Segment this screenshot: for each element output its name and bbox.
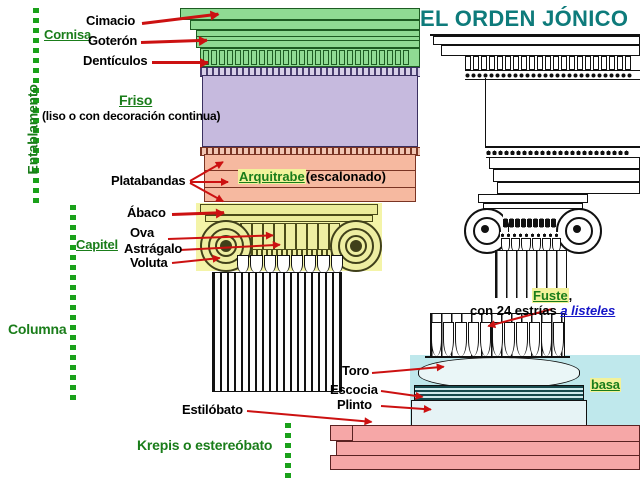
arrow-platabanda-2 [190, 181, 228, 183]
label-fuste-comma: , [568, 288, 573, 303]
label-platabandas: Platabandas [111, 173, 186, 188]
label-fuste: Fuste [532, 288, 569, 303]
architrave-fascia-line-2 [205, 187, 415, 188]
bw-cornice-cimacio [433, 36, 640, 45]
cornice-corona-block [190, 20, 420, 30]
bw-cornice-top-edge [430, 34, 640, 36]
label-basa: basa [590, 377, 621, 392]
base-toro [418, 357, 580, 389]
krepis-step-lowest [330, 455, 640, 470]
frieze-block [202, 75, 418, 147]
bw-capital-astragalo [500, 232, 562, 238]
bw-cornice-corona [441, 45, 640, 56]
bw-voluta-left-inner [473, 217, 501, 245]
label-ova: Ova [130, 225, 154, 240]
bw-cornice-egg-dart [465, 70, 640, 80]
bracket-entablamento-dots [33, 8, 39, 208]
bracket-label-columna: Columna [8, 321, 67, 337]
capital-voluta-right-inner1 [338, 228, 374, 264]
capital-voluta-right-inner2 [345, 235, 367, 257]
cornice-goteron-block [196, 30, 420, 48]
bw-capital-ova [503, 212, 559, 232]
label-fuste-group: Fuste, [532, 288, 572, 303]
bw-capital-abacus-under [483, 203, 583, 209]
bw-architrave-fascia-2 [493, 169, 640, 182]
base-flute-bottoms [431, 322, 564, 356]
label-abaco: Ábaco [127, 205, 166, 220]
bw-capital-flute-tops [501, 238, 561, 252]
label-goteron: Goterón [88, 33, 138, 48]
capital-abacus [200, 204, 378, 215]
page-title: EL ORDEN JÓNICO [420, 6, 629, 31]
label-capitel: Capitel [76, 237, 118, 252]
bw-architrave-fascia-3 [497, 182, 640, 194]
label-fuste-note-1: con 24 estrías [470, 303, 561, 318]
label-arquitrabe-group: Arquitrabe(escalonado) [238, 169, 386, 184]
label-estilobato: Estilóbato [182, 402, 243, 417]
label-friso: Friso [119, 92, 153, 108]
label-toro: Toro [342, 363, 370, 378]
cornice-line-a [197, 36, 419, 37]
capital-flute-tops [237, 255, 343, 273]
arrow-denticulos [152, 61, 208, 64]
bw-voluta-right-eye [573, 225, 581, 233]
bracket-label-krepis: Krepis o estereóbato [137, 437, 273, 453]
bw-voluta-left-eye [481, 225, 489, 233]
bracket-label-entablamento: Entablamento [24, 84, 41, 175]
capital-abacus-under [205, 215, 373, 222]
bw-architrave-fascia-1 [489, 157, 640, 169]
label-fuste-note-group: con 24 estrías a listeles [470, 303, 615, 318]
label-escocia: Escocia [330, 382, 378, 397]
cornice-line-b [197, 40, 419, 41]
bw-frieze-left-edge [485, 78, 486, 146]
label-denticulos: Dentículos [83, 53, 148, 68]
label-friso-note: (liso o con decoración continua) [42, 109, 221, 123]
bracket-krepis-dots [285, 423, 291, 478]
arrow-escocia [380, 390, 423, 398]
label-astragalo: Astrágalo [124, 241, 183, 256]
column-shaft-big [212, 272, 342, 392]
base-plinto [411, 400, 587, 427]
bw-architrave-egg-dart [486, 148, 640, 158]
cornice-dentils-row [203, 50, 418, 65]
bw-capital-abacus [478, 194, 588, 203]
label-voluta: Voluta [130, 255, 168, 270]
capital-voluta-right-eye [350, 240, 362, 252]
label-plinto: Plinto [337, 397, 372, 412]
label-fuste-note-2: a listeles [560, 303, 616, 318]
bw-frieze-baseline [485, 146, 640, 148]
capital-astragalo-band [236, 249, 344, 256]
label-arquitrabe-note: (escalonado) [305, 169, 386, 184]
label-cornisa: Cornisa [44, 27, 92, 42]
bw-cornice-dentils [465, 56, 640, 70]
bw-voluta-right-inner [565, 217, 593, 245]
architrave-fascia-line-1 [205, 170, 415, 171]
label-cimacio: Cimacio [86, 13, 136, 28]
label-arquitrabe: Arquitrabe [238, 169, 306, 184]
arrow-plinto [380, 405, 431, 411]
cornice-cimacio-block [180, 8, 420, 20]
bracket-capitel-dots [70, 205, 76, 275]
